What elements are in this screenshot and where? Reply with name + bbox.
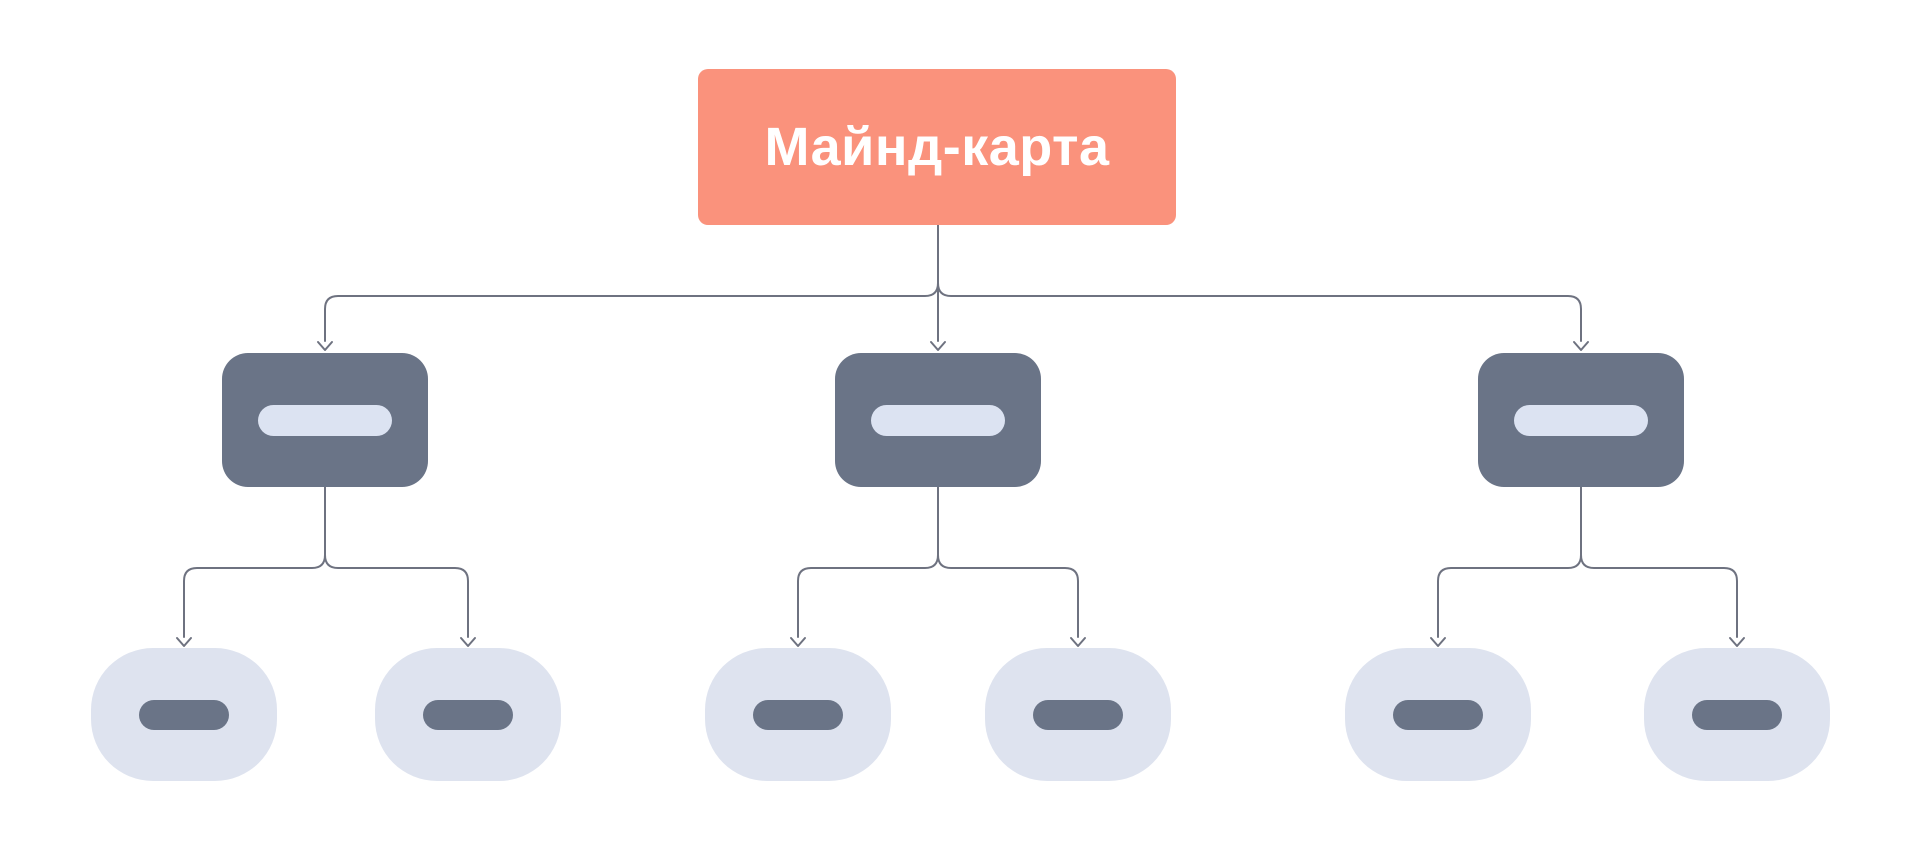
leaf-node-1-1[interactable] [91,648,277,781]
arrowhead-branch-3 [1573,341,1589,351]
branch-1-text-placeholder-pill [258,404,392,436]
branch-node-1[interactable] [222,353,428,487]
leaf-2-1-text-placeholder-pill [753,699,843,730]
connector-branch-1-to-leaf-1 [183,486,326,638]
leaf-1-2-text-placeholder-pill [423,699,513,730]
leaf-node-2-1[interactable] [705,648,891,781]
connector-branch-3-to-leaf-1 [1437,486,1582,638]
root-node-label: Майнд-карта [764,117,1110,177]
connector-branch-3-to-leaf-2 [1580,486,1738,638]
arrowhead-leaf-1-1 [176,637,192,647]
leaf-3-1-text-placeholder-pill [1393,699,1483,730]
branch-node-3[interactable] [1478,353,1684,487]
connector-root-to-branch-3 [937,224,1582,342]
root-node[interactable]: Майнд-карта [698,69,1176,225]
leaf-1-1-text-placeholder-pill [139,699,229,730]
arrowhead-leaf-3-1 [1430,637,1446,647]
arrowhead-branch-1 [317,341,333,351]
leaf-node-3-2[interactable] [1644,648,1830,781]
connector-root-to-branch-1 [324,224,939,342]
branch-3-text-placeholder-pill [1514,404,1648,436]
arrowhead-leaf-1-2 [460,637,476,647]
leaf-3-2-text-placeholder-pill [1692,699,1782,730]
leaf-node-3-1[interactable] [1345,648,1531,781]
arrowhead-leaf-2-2 [1070,637,1086,647]
connector-branch-2-to-leaf-2 [937,486,1079,638]
leaf-node-2-2[interactable] [985,648,1171,781]
leaf-2-2-text-placeholder-pill [1033,699,1123,730]
branch-node-2[interactable] [835,353,1041,487]
connector-branch-2-to-leaf-1 [797,486,939,638]
connector-branch-1-to-leaf-2 [324,486,469,638]
arrowhead-branch-2 [930,341,946,351]
arrowhead-leaf-3-2 [1729,637,1745,647]
leaf-node-1-2[interactable] [375,648,561,781]
branch-2-text-placeholder-pill [871,404,1005,436]
arrowhead-leaf-2-1 [790,637,806,647]
